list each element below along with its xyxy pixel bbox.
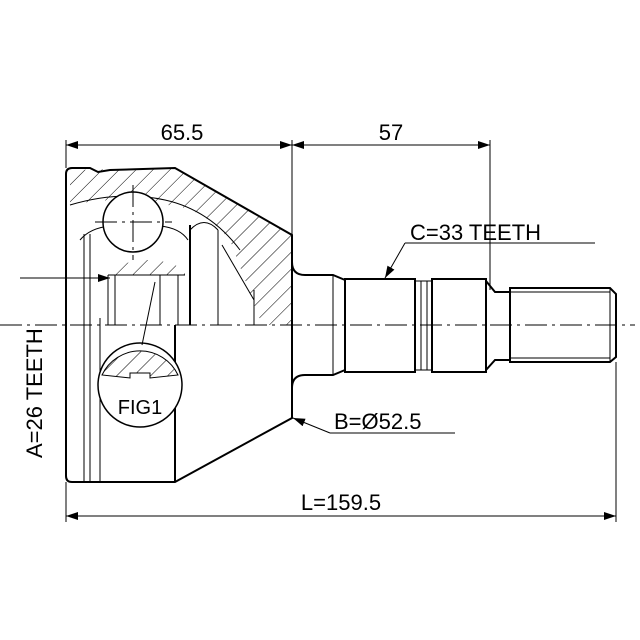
housing-section-hatch <box>70 168 292 325</box>
dimension-total-length: L=159.5 <box>65 362 617 522</box>
ball-circle <box>95 185 172 260</box>
callout-outer-teeth: C=33 TEETH <box>384 220 595 279</box>
fig1-detail-circle: FIG1 <box>97 281 183 428</box>
inner-teeth-label: A=26 TEETH <box>22 328 47 458</box>
callout-inner-teeth: A=26 TEETH <box>20 274 110 458</box>
dimension-housing-length: 65.5 <box>65 120 293 235</box>
callout-diameter: B=Ø52.5 <box>292 409 455 434</box>
fig1-label: FIG1 <box>118 397 162 419</box>
outer-teeth-label: C=33 TEETH <box>410 220 541 245</box>
dimension-label-65-5: 65.5 <box>161 120 204 145</box>
dimension-label-total: L=159.5 <box>301 490 381 515</box>
diameter-label: B=Ø52.5 <box>334 409 421 434</box>
dimension-stem-length: 57 <box>292 120 491 290</box>
dimension-label-57: 57 <box>379 120 403 145</box>
